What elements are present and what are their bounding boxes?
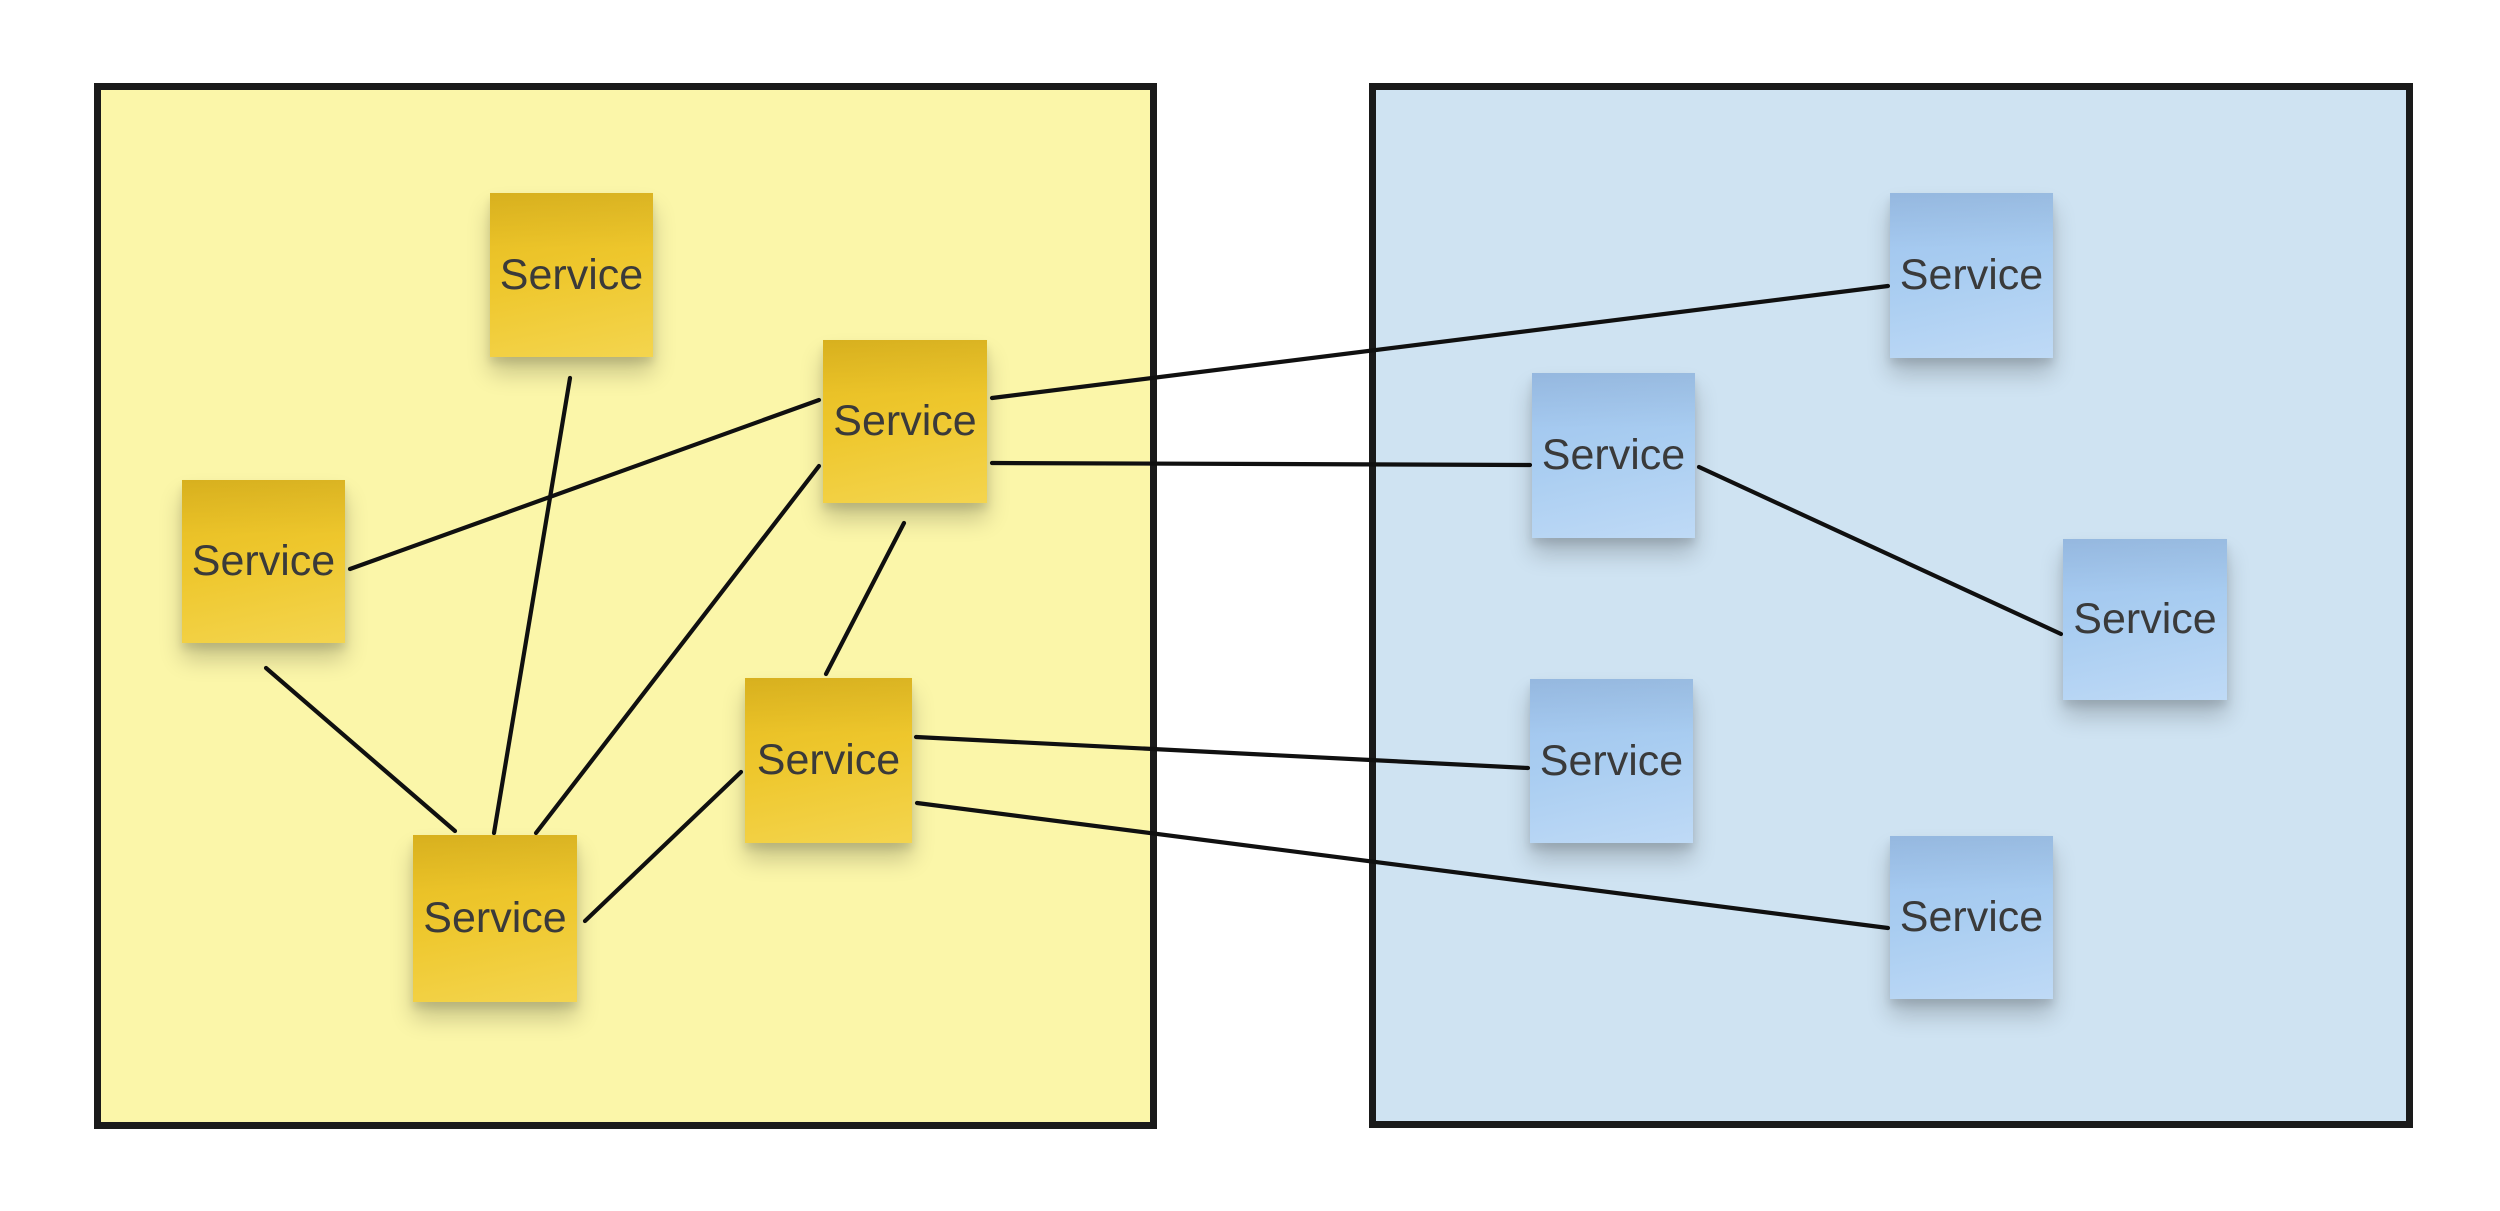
sticky-note-yellow-4[interactable]: Service [745,678,912,843]
sticky-note-label: Service [2073,595,2217,643]
connector-yellow-4-to-blue-5[interactable] [914,800,1891,931]
sticky-note-label: Service [191,537,336,585]
sticky-note-label: Service [1899,251,2044,299]
sticky-note-blue-1[interactable]: Service [1890,193,2053,358]
connector-yellow-1-to-yellow-5[interactable] [491,375,573,836]
sticky-note-label: Service [1539,736,1684,785]
sticky-note-label: Service [833,397,977,445]
sticky-note-blue-4[interactable]: Service [1530,679,1693,843]
connector-yellow-2-to-blue-1[interactable] [989,283,1891,401]
connector-yellow-3-to-yellow-2[interactable] [347,397,822,572]
sticky-note-label: Service [499,250,644,299]
connector-yellow-4-to-blue-4[interactable] [913,734,1531,771]
sticky-note-yellow-3[interactable]: Service [182,480,345,643]
sticky-note-blue-2[interactable]: Service [1532,373,1695,538]
sticky-note-blue-3[interactable]: Service [2063,539,2227,700]
sticky-note-label: Service [1541,431,1686,479]
sticky-note-blue-5[interactable]: Service [1890,836,2053,999]
sticky-note-yellow-5[interactable]: Service [413,835,577,1002]
sticky-note-label: Service [1899,893,2044,941]
connector-yellow-3-to-yellow-5[interactable] [263,665,458,834]
sticky-note-label: Service [423,894,567,942]
sticky-note-label: Service [756,736,901,784]
connector-yellow-5-to-yellow-4[interactable] [582,769,744,924]
sticky-note-yellow-2[interactable]: Service [823,340,987,503]
connector-yellow-2-to-blue-2[interactable] [989,460,1533,468]
connector-yellow-2-to-yellow-4[interactable] [823,520,907,677]
connector-blue-2-to-blue-3[interactable] [1696,464,2064,637]
connector-yellow-2-to-yellow-5[interactable] [533,463,822,836]
sticky-note-yellow-1[interactable]: Service [490,193,653,357]
